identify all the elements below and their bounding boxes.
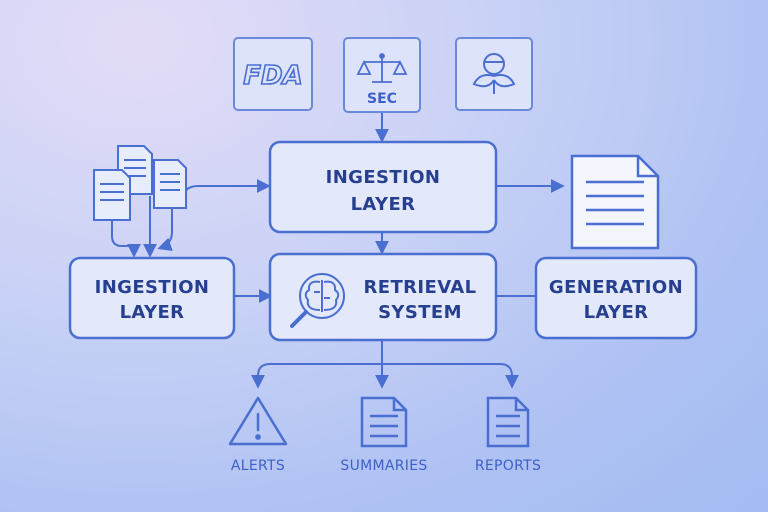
output-alerts: ALERTS: [228, 396, 288, 474]
source-epa: [455, 37, 533, 111]
output-reports: REPORTS: [475, 396, 541, 474]
source-fda: FDA: [233, 37, 313, 111]
source-sec: SEC: [343, 37, 421, 113]
docs-down-arrow-3: [157, 204, 173, 252]
docs-down-arrow-1: [111, 220, 141, 258]
warning-icon: [228, 396, 288, 446]
retrieval-title-line1: RETRIEVAL: [364, 277, 477, 298]
fda-logo-icon: FDA: [243, 61, 302, 91]
scales-icon: [356, 53, 408, 83]
summaries-label: SUMMARIES: [340, 458, 427, 474]
document-icon: [153, 159, 187, 209]
input-documents-stack: [93, 145, 187, 221]
output-summaries: SUMMARIES: [340, 396, 427, 474]
ingestion-top-title-line2: LAYER: [351, 194, 416, 215]
generated-document-icon: [570, 154, 660, 250]
sec-label: SEC: [367, 91, 397, 107]
ingestion-layer-left-box: INGESTION LAYER: [68, 256, 236, 340]
ingestion-left-title-line2: LAYER: [120, 302, 185, 323]
reports-label: REPORTS: [475, 458, 541, 474]
brain-magnifier-icon: [290, 273, 345, 328]
generation-layer-box: GENERATION LAYER: [534, 256, 698, 340]
generation-title-line2: LAYER: [584, 302, 649, 323]
ingestion-top-title-line1: INGESTION: [326, 167, 441, 188]
docs-to-ingestion-arrow: [183, 179, 271, 208]
document-icon: [360, 396, 408, 448]
retrieval-title-line2: SYSTEM: [378, 302, 462, 323]
epa-leaf-globe-icon: [472, 53, 516, 94]
document-icon: [486, 396, 530, 448]
ingestion-left-title-line1: INGESTION: [95, 277, 210, 298]
generation-title-line1: GENERATION: [549, 277, 683, 298]
outputs-branch-line: [257, 363, 519, 389]
alerts-label: ALERTS: [231, 458, 285, 474]
retrieval-system-box: RETRIEVAL SYSTEM: [268, 252, 498, 342]
document-icon: [93, 169, 131, 221]
ingestion-layer-top-box: INGESTION LAYER: [268, 140, 498, 234]
